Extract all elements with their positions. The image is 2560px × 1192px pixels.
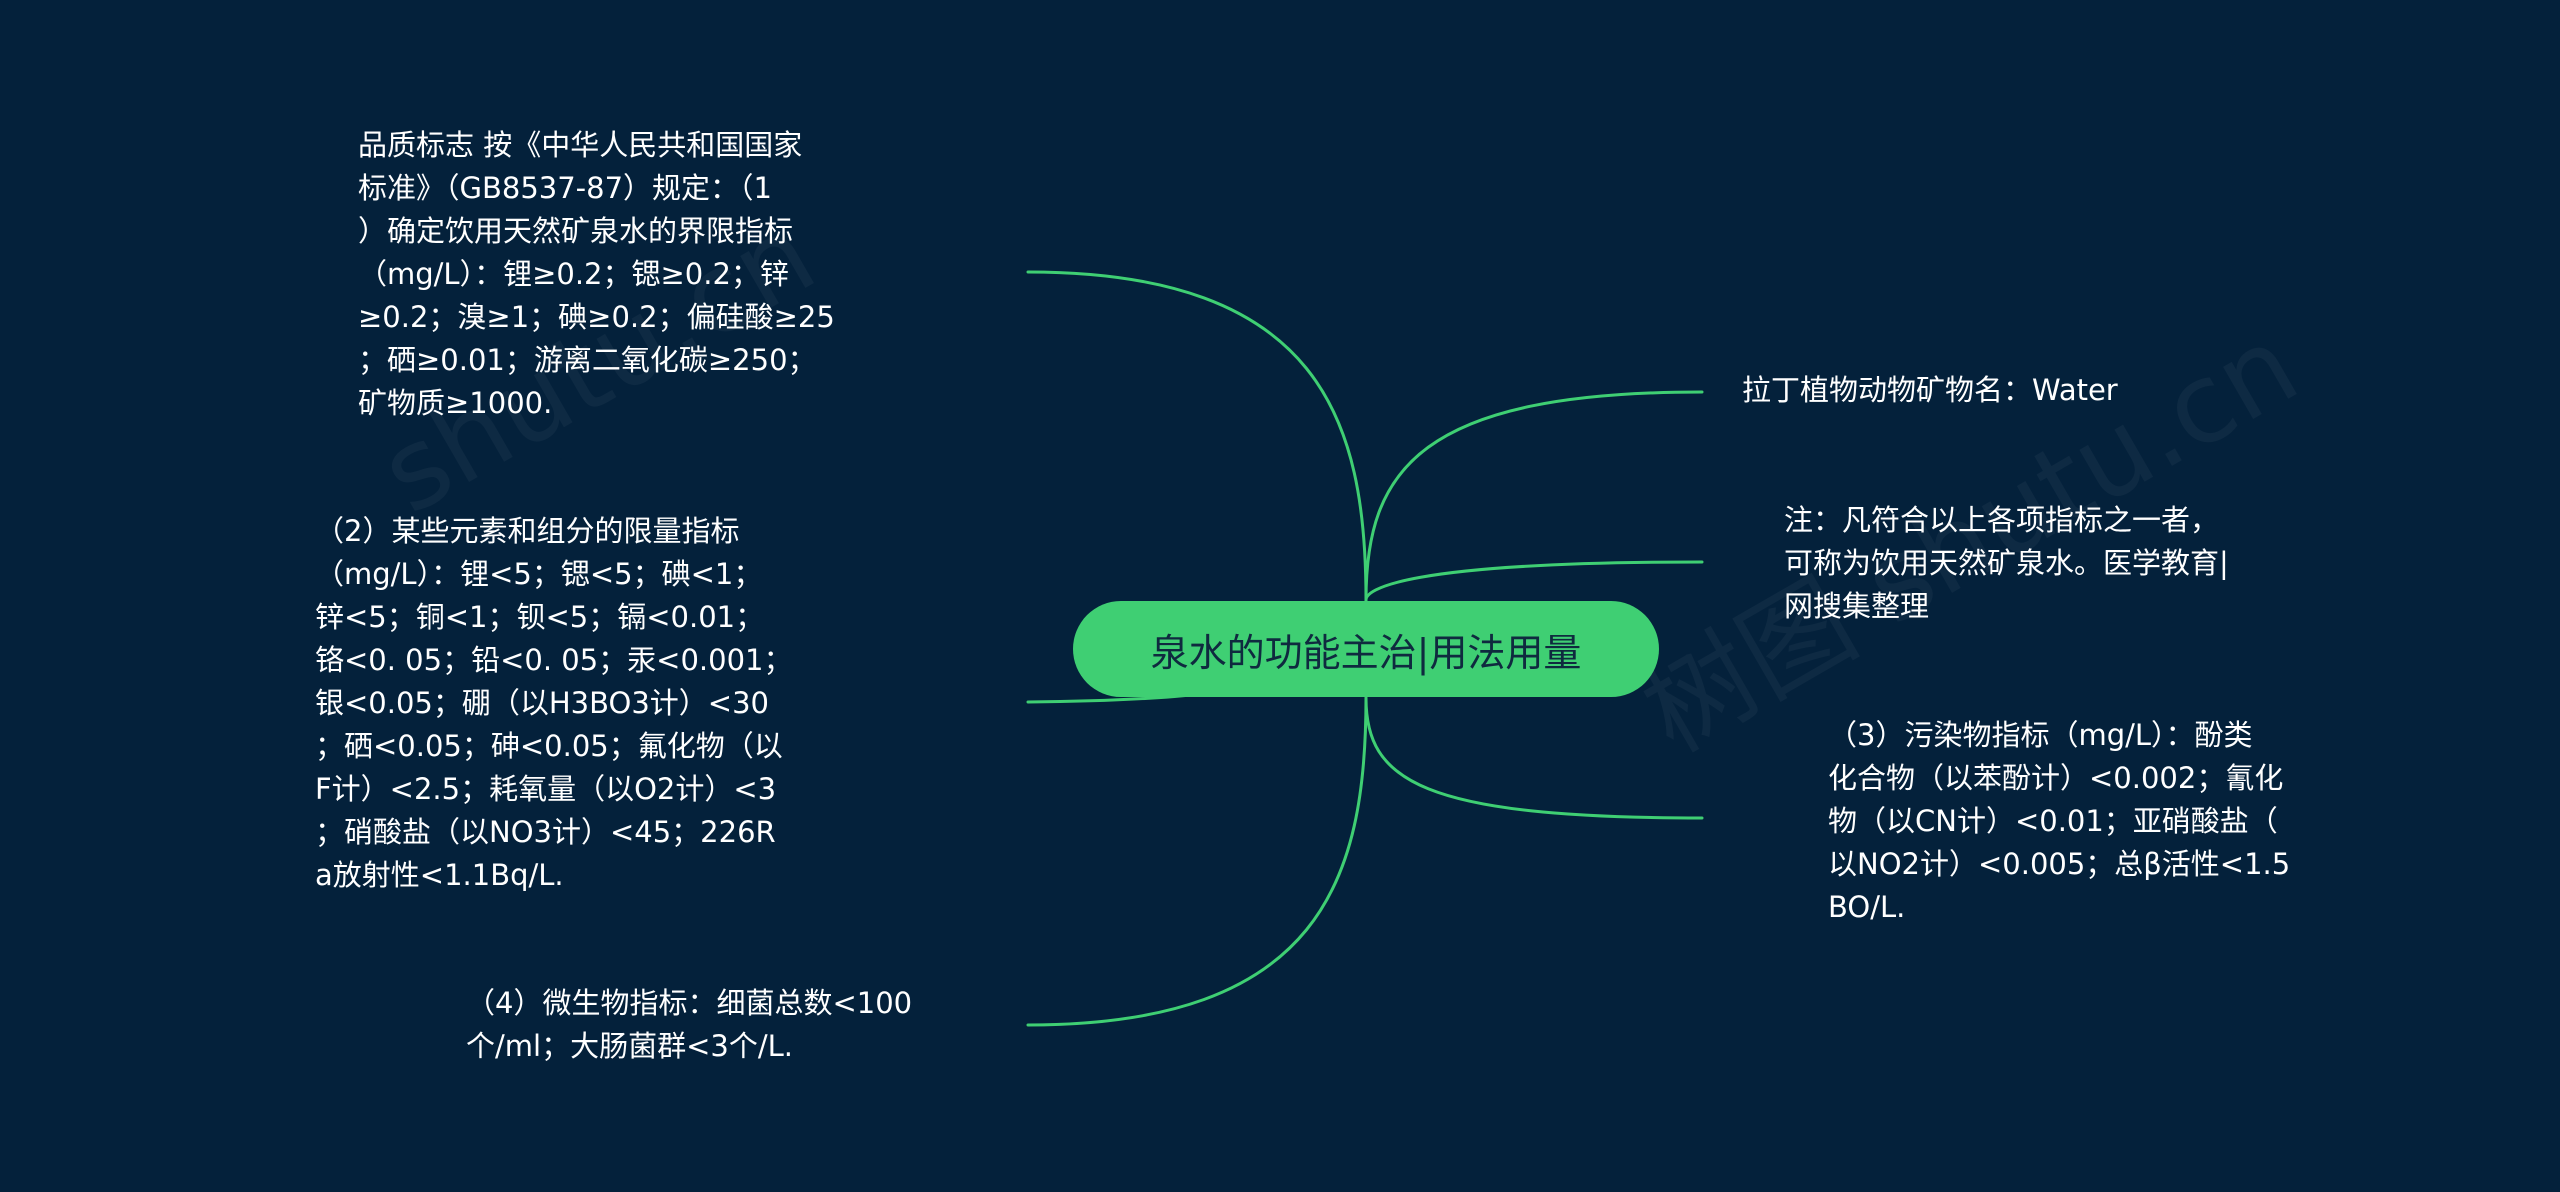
connector-note — [1364, 560, 1704, 602]
connector-latin — [1364, 390, 1704, 602]
branch-latin-name[interactable]: 拉丁植物动物矿物名：Water — [1742, 373, 2118, 407]
central-topic-label: 泉水的功能主治|用法用量 — [1150, 630, 1582, 675]
connector-quality — [1026, 270, 1368, 602]
central-topic[interactable]: 泉水的功能主治|用法用量 — [1073, 601, 1659, 697]
branch-quality-standard[interactable]: 品质标志 按《中华人民共和国国家 标准》（GB8537-87）规定：（1 ）确定… — [358, 128, 835, 420]
connector-pollutant — [1364, 696, 1704, 820]
branch-pollutant-index[interactable]: （3）污染物指标（mg/L）：酚类 化合物（以苯酚计）<0.002；氰化 物（以… — [1828, 718, 2291, 924]
branch-microbe-index[interactable]: （4）微生物指标：细菌总数<100 个/ml；大肠菌群<3个/L. — [466, 986, 913, 1063]
branch-note[interactable]: 注：凡符合以上各项指标之一者， 可称为饮用天然矿泉水。医学教育| 网搜集整理 — [1784, 503, 2229, 623]
connector-microbe — [1026, 696, 1368, 1027]
branch-element-limits[interactable]: （2）某些元素和组分的限量指标 （mg/L）：锂<5；锶<5；碘<1； 锌<5；… — [315, 514, 793, 892]
